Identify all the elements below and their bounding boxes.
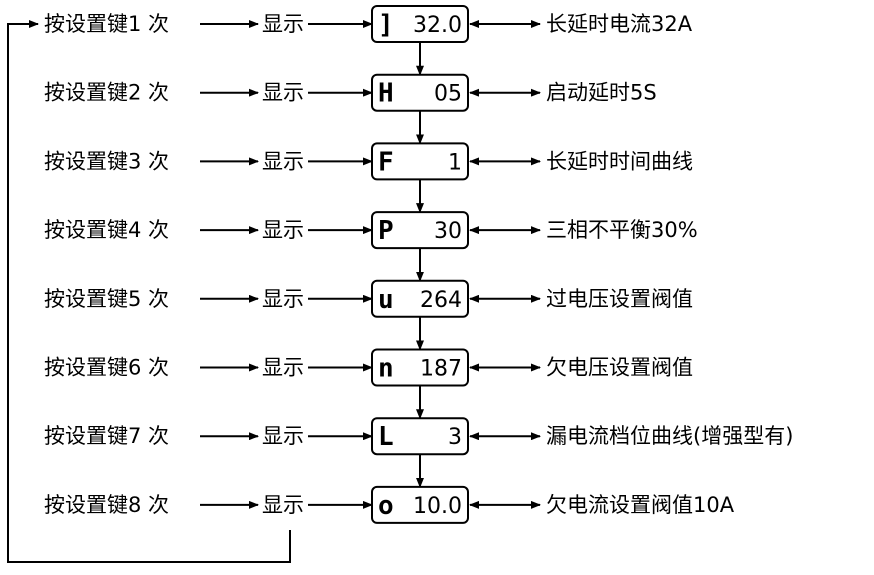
display-value-5: 264	[420, 288, 462, 313]
show-label-8: 显示	[262, 493, 304, 517]
press-count-label-2: 按设置键2 次	[44, 81, 169, 105]
setting-description-5: 过电压设置阀值	[546, 287, 693, 311]
setting-description-4: 三相不平衡30%	[546, 218, 698, 242]
display-value-3: 1	[448, 150, 462, 175]
display-symbol-3: F	[378, 147, 394, 177]
setting-description-6: 欠电压设置阀值	[546, 356, 693, 380]
loop-back-line	[7, 20, 291, 563]
show-label-1: 显示	[262, 12, 304, 36]
press-count-label-5: 按设置键5 次	[44, 287, 169, 311]
press-count-label-6: 按设置键6 次	[44, 356, 169, 380]
show-label-2: 显示	[262, 81, 304, 105]
display-value-6: 187	[420, 357, 462, 382]
press-count-label-4: 按设置键4 次	[44, 218, 169, 242]
display-symbol-8: o	[378, 491, 394, 521]
display-value-8: 10.0	[413, 494, 462, 519]
press-count-label-1: 按设置键1 次	[44, 12, 169, 36]
press-count-label-8: 按设置键8 次	[44, 493, 169, 517]
press-count-label-3: 按设置键3 次	[44, 149, 169, 173]
show-label-7: 显示	[262, 424, 304, 448]
display-value-1: 32.0	[413, 13, 462, 38]
display-symbol-1: ]	[378, 10, 394, 40]
display-symbol-4: P	[378, 216, 394, 246]
setting-description-1: 长延时电流32A	[546, 12, 693, 36]
show-label-4: 显示	[262, 218, 304, 242]
setting-description-2: 启动延时5S	[546, 81, 657, 105]
display-value-4: 30	[434, 219, 462, 244]
display-symbol-2: H	[378, 79, 394, 109]
display-symbol-7: L	[378, 422, 394, 452]
display-symbol-5: u	[378, 285, 394, 315]
display-value-2: 05	[434, 82, 462, 107]
show-label-6: 显示	[262, 356, 304, 380]
display-value-7: 3	[448, 425, 462, 450]
setting-description-3: 长延时时间曲线	[546, 149, 693, 173]
setting-description-8: 欠电流设置阀值10A	[546, 493, 735, 517]
show-label-5: 显示	[262, 287, 304, 311]
press-count-label-7: 按设置键7 次	[44, 424, 169, 448]
display-symbol-6: n	[378, 354, 394, 384]
display-box-8	[371, 485, 469, 524]
setting-description-7: 漏电流档位曲线(增强型有)	[546, 424, 793, 448]
show-label-3: 显示	[262, 149, 304, 173]
